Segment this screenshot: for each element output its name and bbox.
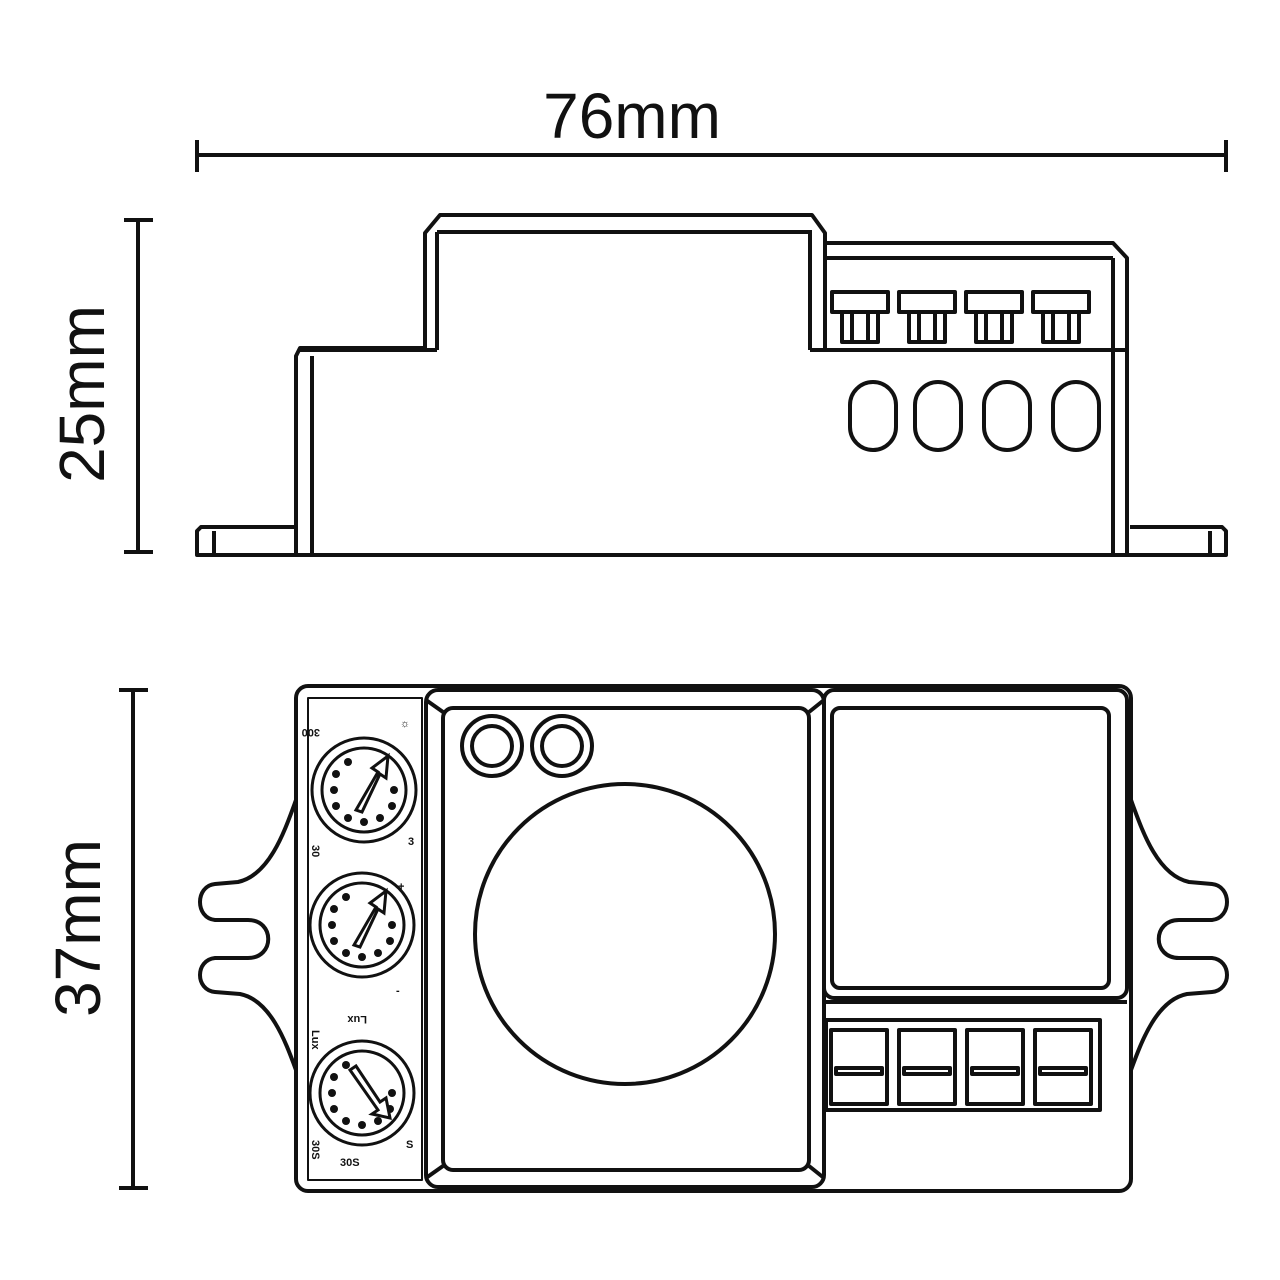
side-terminal-1 [830,290,890,344]
side-terminal-4 [1031,290,1091,344]
time-label-top: 300 [302,726,320,738]
daylight-knob[interactable] [308,1039,416,1147]
height-dimension-label: 25mm [46,305,118,483]
side-view [195,213,1228,557]
led-1-inner [470,724,514,768]
top-terminal-4 [1033,1028,1093,1106]
top-terminal-1 [829,1028,889,1106]
time-label-right: 3 [408,836,414,848]
control-strip [307,697,423,1181]
led-1-outer [460,714,524,778]
daylight-knob-dots [328,1061,396,1129]
wire-hole-3 [982,380,1032,452]
led-2-outer [530,714,594,778]
side-terminal-3 [964,290,1024,344]
sensor-face [441,706,811,1172]
top-view-body [294,684,1133,1193]
sensitivity-label-minus: - [396,985,400,997]
depth-dimension [119,688,148,1190]
time-knob[interactable] [310,736,418,844]
time-knob-ring [310,736,418,844]
sensitivity-knob-dots [328,893,396,961]
terminal-strip [824,1018,1102,1112]
height-dimension [124,218,153,554]
right-mounting-tab [1129,799,1229,1071]
wire-hole-2 [913,380,963,452]
daylight-label-top-left: Lux [309,1030,321,1050]
daylight-label-top-center: Lux [347,1013,367,1025]
daylight-label-bottom-center: 30S [340,1157,360,1169]
sensitivity-knob-ring [308,871,416,979]
time-knob-dots [330,758,398,826]
depth-dimension-label: 37mm [42,839,114,1017]
wire-hole-4 [1051,380,1101,452]
sensitivity-label-plus: + [398,881,404,893]
top-terminal-2 [897,1028,957,1106]
daylight-label-bottom-left: 30S [309,1140,321,1160]
sensitivity-knob-dial [318,881,406,969]
daylight-knob-dial [318,1049,406,1137]
sensor-corner-tr [807,698,826,714]
sensor-corner-bl [424,1164,445,1180]
wire-hole-1 [848,380,898,452]
daylight-label-bottom-right: S [406,1139,413,1151]
sensor-corner-tl [424,698,445,714]
led-2-inner [540,724,584,768]
side-terminal-2 [897,290,957,344]
sensitivity-knob[interactable] [308,871,416,979]
sensitivity-knob-arrow [351,887,388,949]
sensor-lens [473,782,777,1086]
width-dimension [195,140,1228,172]
sensor-corner-br [807,1164,826,1180]
daylight-knob-ring [308,1039,416,1147]
time-label-left: 30 [309,845,321,857]
left-mounting-tab [198,799,298,1071]
time-label-symbol: ☼ [400,718,410,730]
top-view [198,684,1229,1193]
daylight-knob-arrow [347,1063,392,1120]
time-knob-dial [320,746,408,834]
side-view-housing [294,213,1129,555]
time-knob-arrow [353,752,390,814]
right-upper-face [830,706,1111,990]
top-terminal-3 [965,1028,1025,1106]
width-dimension-label: 76mm [543,80,721,152]
right-upper-panel [822,688,1129,1000]
side-view-flange [195,525,1228,557]
